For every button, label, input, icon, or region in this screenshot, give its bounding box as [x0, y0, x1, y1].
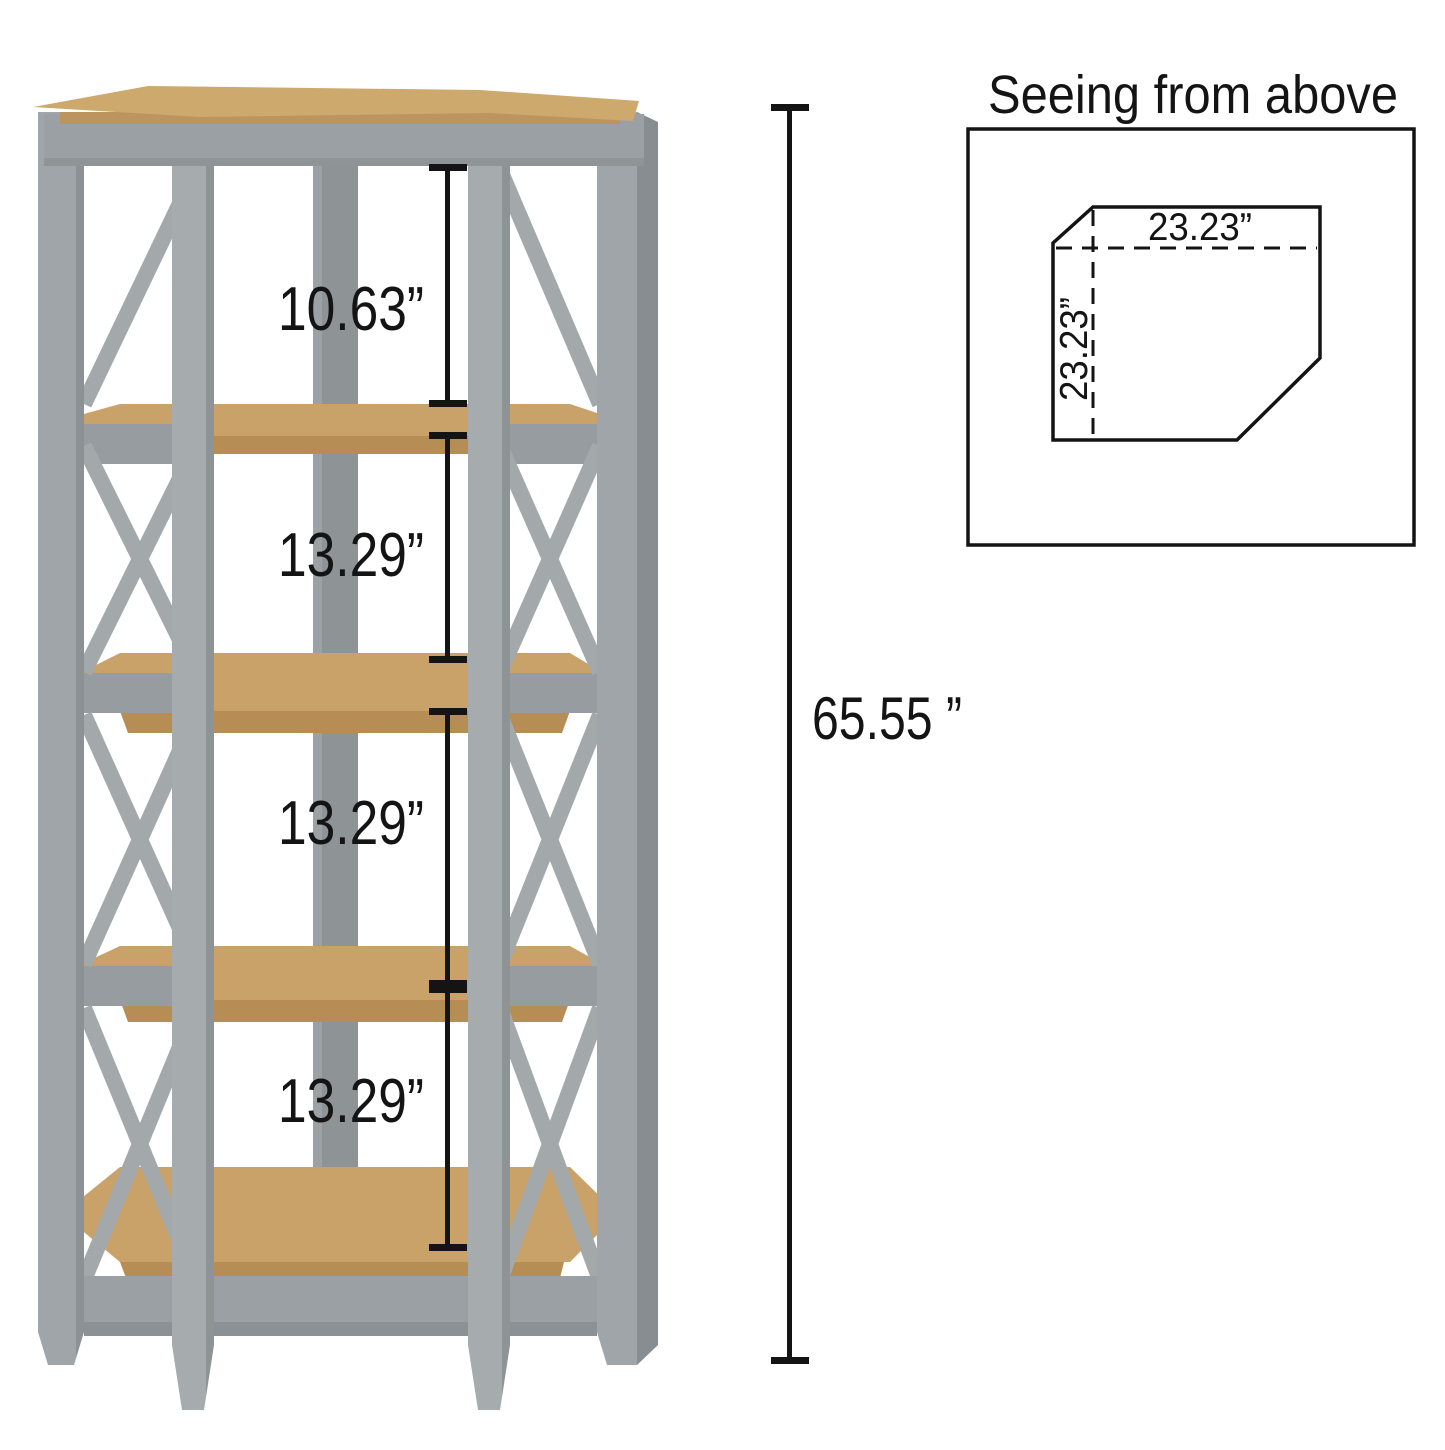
- shelf-gap-dimensions: 10.63” 13.29” 13.29” 13.29”: [278, 164, 467, 1251]
- far-left-leg: [38, 112, 84, 1365]
- wood-top: [33, 86, 639, 124]
- gap-dimension-1: 10.63”: [278, 164, 467, 407]
- gap-dimension-4: 13.29”: [278, 986, 467, 1251]
- gap-dimension-2: 13.29”: [278, 432, 467, 663]
- left-front-post: [172, 112, 214, 1410]
- top-view-width-label: 23.23”: [1148, 206, 1252, 249]
- top-view-footprint-outline: [1051, 205, 1322, 442]
- top-view-title: Seeing from above: [988, 65, 1398, 125]
- overall-height-label: 65.55 ”: [812, 685, 962, 752]
- gap-label-1: 10.63”: [278, 275, 424, 344]
- right-front-post: [468, 112, 510, 1410]
- side-rails: [84, 424, 602, 1006]
- corner-shelf-render: [33, 86, 658, 1410]
- gap-label-2: 13.29”: [278, 521, 424, 590]
- bottom-apron: [84, 1276, 606, 1336]
- top-view-depth-label: 23.23”: [1053, 297, 1096, 401]
- top-view-panel: Seeing from above 23.23” 23.23”: [966, 65, 1416, 547]
- gap-dimension-3: 13.29”: [278, 708, 467, 987]
- far-right-leg: [597, 112, 658, 1365]
- gap-label-4: 13.29”: [278, 1067, 424, 1136]
- overall-height-dimension: 65.55 ”: [771, 104, 962, 1364]
- gap-label-3: 13.29”: [278, 789, 424, 858]
